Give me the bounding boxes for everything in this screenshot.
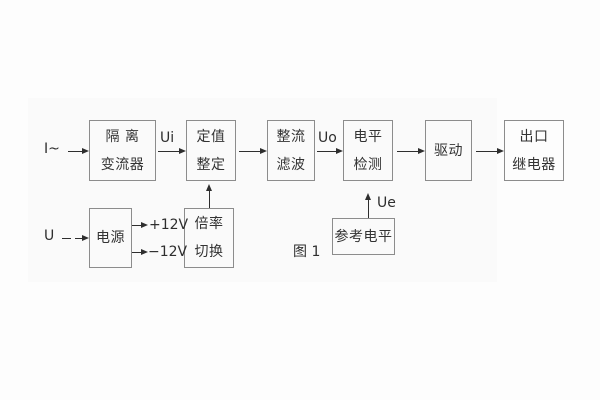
block-power-supply: 电源 [89,208,132,268]
block-line: 滤波 [276,156,306,173]
arrow-plus-12v [132,222,148,228]
label-input-ac-current: I~ [44,141,60,157]
block-line: 继电器 [512,156,556,173]
arrow-drive-to-relay [476,148,504,154]
block-line: 整流 [276,128,306,145]
figure-caption: 图 1 [293,244,321,260]
label-signal-ue: Ue [377,195,396,211]
block-line: 切换 [194,244,224,260]
block-level-detection: 电平 检测 [343,120,393,181]
block-line: 电平 [353,128,383,145]
block-rectifier-filter: 整流 滤波 [267,120,315,181]
arrow-level-to-drive [397,148,425,154]
arrow-current-input [68,148,89,154]
block-line: 出口 [519,128,549,145]
block-line: 变流器 [100,156,145,173]
block-line: 电源 [96,230,125,246]
arrow-minus-12v [132,249,148,255]
label-signal-uo: Uo [318,130,337,146]
arrow-voltage-input [75,235,89,241]
block-reference-level: 参考电平 [332,218,395,255]
label-input-supply-voltage: U [44,228,55,244]
block-setpoint-setting: 定值 整定 [186,120,236,181]
label-minus-12v: −12V [148,244,188,260]
line-voltage-input-dash [62,238,71,239]
block-isolation-transformer: 隔 离 变流器 [89,120,156,181]
label-plus-12v: +12V [149,217,189,233]
arrow-ratio-to-setpoint [206,184,212,208]
block-line: 定值 [196,128,226,145]
arrow-isolation-to-setpoint [158,148,186,154]
diagram-background-panel [28,98,497,282]
arrow-rectifier-to-level [317,148,343,154]
block-line: 倍率 [194,216,224,232]
arrow-reference-to-level [365,193,371,218]
label-signal-ui: Ui [160,130,175,146]
arrow-setpoint-to-rectifier [239,148,267,154]
block-ratio-switching: 倍率 切换 [184,208,234,268]
block-output-relay: 出口 继电器 [504,120,564,181]
block-line: 驱动 [434,142,463,159]
block-line: 整定 [196,156,226,173]
block-line: 参考电平 [334,228,393,245]
block-drive: 驱动 [425,120,472,181]
block-line: 隔 离 [105,128,140,145]
block-line: 检测 [353,156,383,173]
